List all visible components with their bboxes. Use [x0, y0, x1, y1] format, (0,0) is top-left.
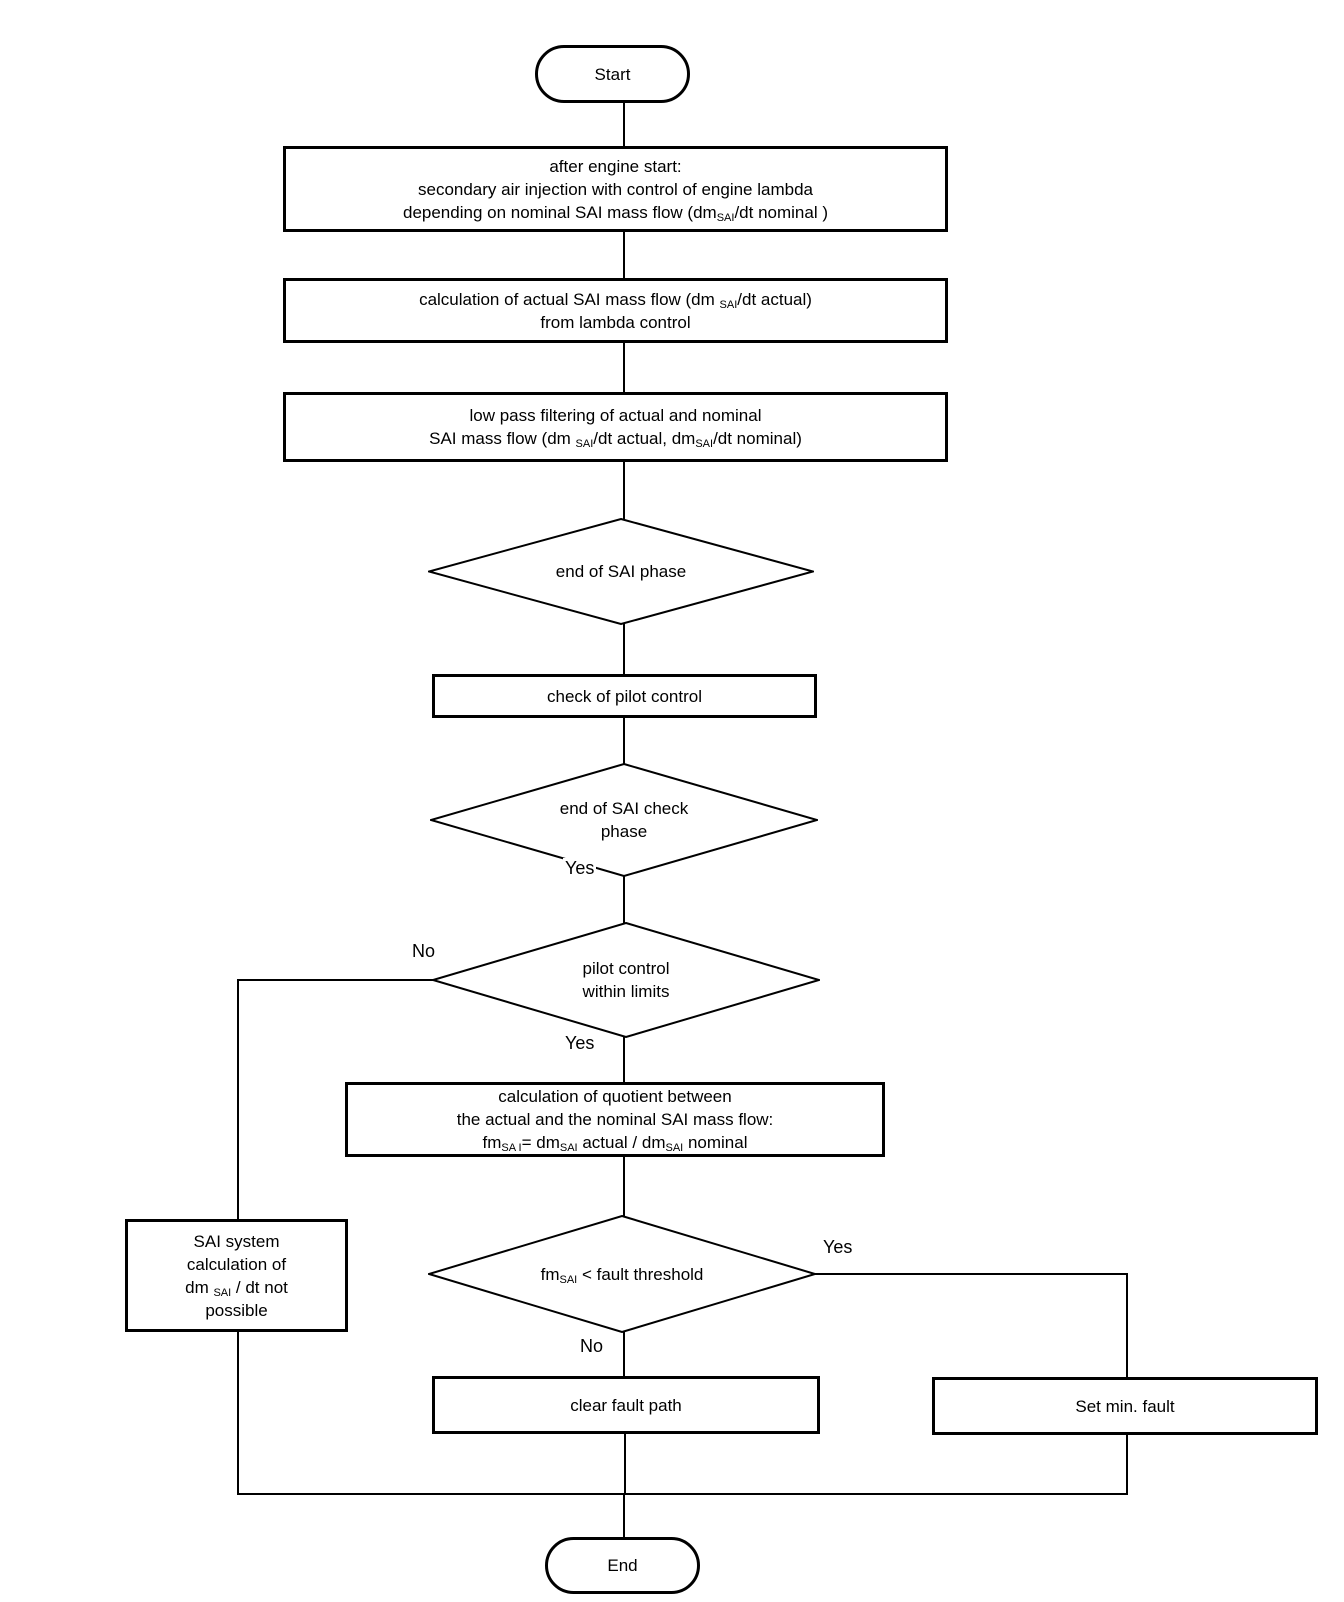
process-check-pilot-control: check of pilot control — [432, 674, 817, 718]
decision-end-of-sai-check-phase-label: end of SAI check phase — [559, 799, 689, 841]
process-check-pilot-control-label: check of pilot control — [547, 686, 702, 706]
process-actual-mass-flow: calculation of actual SAI mass flow (dm … — [283, 278, 948, 343]
process-actual-mass-flow-line2: from lambda control — [540, 312, 691, 332]
process-engine-start-line1: after engine start: — [549, 156, 682, 176]
connector-join-to-end — [623, 1495, 625, 1537]
start-terminator: Start — [535, 45, 690, 103]
connector-pilotlimits-no-horizontal — [237, 979, 434, 981]
diamond-shape — [432, 922, 820, 1038]
edge-label-fault-threshold-yes: Yes — [821, 1237, 855, 1257]
process-sai-not-possible-line4: possible — [205, 1300, 268, 1320]
process-quotient-calculation: calculation of quotient between the actu… — [345, 1082, 885, 1157]
connector-engine-to-actual — [623, 232, 625, 278]
connector-pilotlimits-no-vertical — [237, 979, 239, 1219]
process-sai-calculation-not-possible: SAI system calculation of dm SAI / dt no… — [125, 1219, 348, 1332]
connector-start-to-engine — [623, 103, 625, 147]
diamond-shape — [430, 763, 818, 877]
process-sai-not-possible-line2: calculation of — [186, 1254, 287, 1274]
connector-quotient-to-threshold — [623, 1157, 625, 1216]
process-quotient-line1: calculation of quotient between — [498, 1087, 732, 1106]
connector-threshold-no-to-clearfault — [623, 1332, 625, 1376]
diamond-shape — [428, 518, 814, 625]
process-quotient-line3: fmSA I= dmSAI actual / dmSAI nominal — [482, 1133, 748, 1154]
connector-bottom-join — [237, 1493, 1128, 1495]
edge-label-pilot-limits-no: No — [410, 941, 438, 961]
decision-pilot-control-within-limits-label: pilot control within limits — [582, 959, 670, 1001]
connector-clearfault-down — [624, 1433, 626, 1495]
connector-endphase-to-checkpilot — [623, 624, 625, 674]
process-sai-not-possible-line1: SAI system — [193, 1231, 280, 1251]
connector-threshold-yes-vertical — [1126, 1273, 1128, 1379]
decision-fault-threshold: fmSAI < fault threshold — [428, 1215, 816, 1333]
connector-checkpilot-to-endcheck — [623, 717, 625, 764]
connector-setminfault-down — [1126, 1434, 1128, 1495]
process-clear-fault-path: clear fault path — [432, 1376, 820, 1434]
process-sai-not-possible-line3: dm SAI / dt not — [185, 1277, 288, 1299]
process-set-min-fault-label: Set min. fault — [1075, 1396, 1175, 1416]
connector-pilotlimits-yes-to-quotient — [623, 1037, 625, 1082]
connector-actual-to-lowpass — [623, 343, 625, 392]
decision-end-of-sai-check-phase: end of SAI check phase — [430, 763, 818, 877]
end-label: End — [607, 1556, 638, 1575]
process-clear-fault-path-label: clear fault path — [570, 1395, 682, 1415]
diamond-shape — [428, 1215, 816, 1333]
process-quotient-line2: the actual and the nominal SAI mass flow… — [456, 1110, 774, 1129]
connector-lowpass-to-endphase — [623, 462, 625, 519]
process-set-min-fault: Set min. fault — [932, 1377, 1318, 1435]
decision-fault-threshold-label: fmSAI < fault threshold — [540, 1264, 704, 1286]
process-low-pass-filter-line2: SAI mass flow (dm SAI/dt actual, dmSAI/d… — [429, 429, 802, 450]
process-engine-start: after engine start: secondary air inject… — [283, 146, 948, 232]
decision-end-of-sai-phase: end of SAI phase — [428, 518, 814, 625]
connector-threshold-yes-horizontal — [815, 1273, 1128, 1275]
edge-label-fault-threshold-no: No — [578, 1336, 606, 1356]
connector-sainotpossible-down — [237, 1331, 239, 1495]
connector-endcheck-yes-to-pilotlimits — [623, 876, 625, 923]
process-low-pass-filter-line1: low pass filtering of actual and nominal — [469, 406, 762, 425]
edge-label-pilot-limits-yes: Yes — [563, 1033, 597, 1053]
decision-pilot-control-within-limits: pilot control within limits — [432, 922, 820, 1038]
end-terminator: End — [545, 1537, 700, 1594]
edge-label-end-sai-check-yes: Yes — [563, 858, 597, 878]
process-low-pass-filter: low pass filtering of actual and nominal… — [283, 392, 948, 462]
decision-end-of-sai-phase-label: end of SAI phase — [555, 562, 687, 581]
process-engine-start-line3: depending on nominal SAI mass flow (dmSA… — [402, 202, 828, 224]
start-label: Start — [594, 64, 631, 84]
process-actual-mass-flow-line1: calculation of actual SAI mass flow (dm … — [419, 289, 812, 311]
process-engine-start-line2: secondary air injection with control of … — [417, 179, 813, 199]
